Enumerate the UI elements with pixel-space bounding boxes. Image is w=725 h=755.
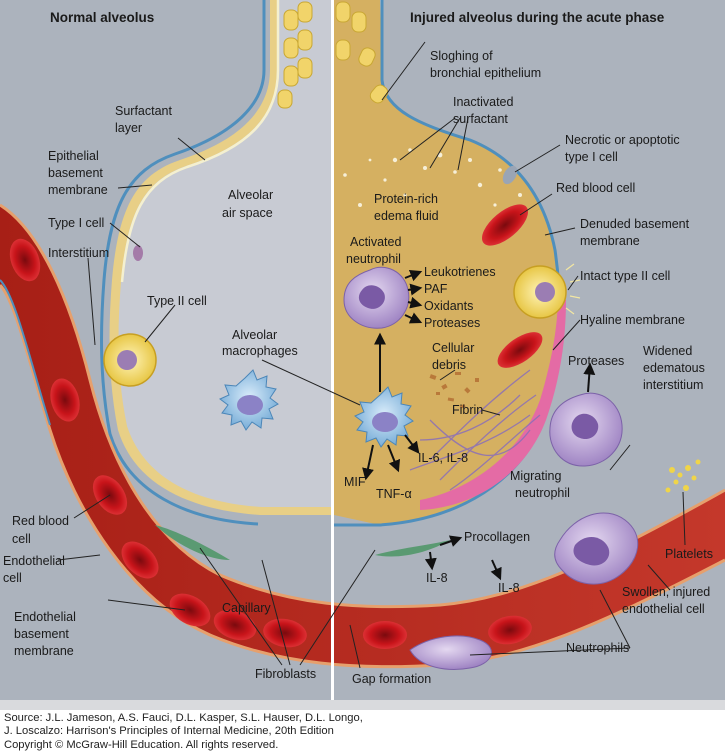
label-fibrin: Fibrin [452, 403, 483, 417]
alveolus-diagram: Normal alveolus Injured alveolus during … [0, 0, 725, 710]
label-epithelial-3: membrane [48, 183, 108, 197]
panel-divider [331, 0, 334, 700]
bronchial-epithelium-left [277, 1, 313, 109]
label-debris-1: Cellular [432, 341, 474, 355]
label-tnf: TNF-α [376, 487, 412, 501]
label-macrophages-2: macrophages [222, 344, 298, 358]
label-airspace-1: Alveolar [228, 188, 273, 202]
label-widened-2: edematous [643, 361, 705, 375]
label-il8-b: IL-8 [498, 581, 520, 595]
label-activated-2: neutrophil [346, 252, 401, 266]
activated-neutrophil [343, 266, 410, 329]
normal-alveolus [100, 0, 332, 526]
label-type2: Type II cell [147, 294, 207, 308]
alveolar-macrophage-left [219, 369, 279, 431]
label-mediator-4: Proteases [424, 316, 480, 330]
label-swollen-1: Swollen, injured [622, 585, 710, 599]
left-panel-title: Normal alveolus [50, 10, 154, 25]
label-sloughing-1: Sloghing of [430, 49, 493, 63]
label-mediator-2: PAF [424, 282, 448, 296]
migrating-neutrophil [549, 392, 623, 467]
label-necrotic-1: Necrotic or apoptotic [565, 133, 680, 147]
red-blood-cell-alveolus [481, 204, 529, 246]
label-protein-rich-1: Protein-rich [374, 192, 438, 206]
credit-line-3: Copyright © McGraw-Hill Education. All r… [4, 738, 279, 751]
label-epithelial-2: basement [48, 166, 103, 180]
credit-line-1: Source: J.L. Jameson, A.S. Fauci, D.L. K… [4, 712, 363, 724]
label-mediator-3: Oxidants [424, 299, 473, 313]
type-1-cell [133, 245, 143, 261]
alveolar-macrophage-right [354, 386, 414, 448]
label-protein-rich-2: edema fluid [374, 209, 439, 223]
label-sloughing-2: bronchial epithelium [430, 66, 541, 80]
label-endothelial-2: cell [3, 571, 22, 585]
red-blood-cell-alveolus-2 [497, 332, 543, 368]
label-endobm-1: Endothelial [14, 610, 76, 624]
label-proteases: Proteases [568, 354, 624, 368]
label-swollen-2: endothelial cell [622, 602, 705, 616]
hyaline-membrane [420, 300, 566, 510]
label-macrophages-1: Alveolar [232, 328, 277, 342]
label-endobm-3: membrane [14, 644, 74, 658]
label-platelets: Platelets [665, 547, 713, 561]
label-migrating-1: Migrating [510, 469, 561, 483]
label-migrating-2: neutrophil [515, 486, 570, 500]
source-credit: Source: J.L. Jameson, A.S. Fauci, D.L. K… [4, 712, 719, 752]
label-activated-1: Activated [350, 235, 401, 249]
label-denuded-2: membrane [580, 234, 640, 248]
label-airspace-2: air space [222, 206, 273, 220]
label-epithelial-1: Epithelial [48, 149, 99, 163]
platelets [665, 459, 701, 493]
label-endothelial-1: Endothelial [3, 554, 65, 568]
capillary-neutrophils [409, 512, 639, 670]
label-widened-1: Widened [643, 344, 692, 358]
label-rbc-1: Red blood [12, 514, 69, 528]
fibrin [409, 369, 541, 491]
label-denuded-1: Denuded basement [580, 217, 690, 231]
inactivated-surfactant [343, 148, 522, 207]
label-interstitium: Interstitium [48, 246, 109, 260]
label-il6-il8: IL-6, IL-8 [418, 451, 468, 465]
mediator-arrows [362, 269, 596, 581]
leader-lines [57, 41, 686, 669]
injured-alveolus [334, 0, 623, 527]
fibroblasts [155, 525, 450, 560]
alveolar-air-space-left [118, 0, 332, 507]
label-surfactant-1: Surfactant [115, 104, 173, 118]
label-type1: Type I cell [48, 216, 104, 230]
label-il8-a: IL-8 [426, 571, 448, 585]
label-fibroblasts: Fibroblasts [255, 667, 316, 681]
label-rbc-2: cell [12, 532, 31, 546]
label-mediator-1: Leukotrienes [424, 265, 496, 279]
label-gap: Gap formation [352, 672, 431, 686]
label-hyaline: Hyaline membrane [580, 313, 685, 327]
capillary [0, 203, 725, 669]
label-neutrophils: Neutrophils [566, 641, 629, 655]
credit-line-2: J. Loscalzo: Harrison's Principles of In… [4, 725, 334, 738]
label-rbc-right: Red blood cell [556, 181, 635, 195]
label-endobm-2: basement [14, 627, 69, 641]
label-capillary: Capillary [222, 601, 271, 615]
label-inactivated-1: Inactivated [453, 95, 514, 109]
label-inactivated-2: surfactant [453, 112, 508, 126]
label-procollagen: Procollagen [464, 530, 530, 544]
type-2-cell-left [103, 333, 157, 387]
label-intact-type2: Intact type II cell [580, 269, 670, 283]
label-surfactant-2: layer [115, 121, 142, 135]
label-mif: MIF [344, 475, 366, 489]
cellular-debris [429, 372, 479, 409]
capillary-rbcs [9, 238, 532, 649]
right-panel-title: Injured alveolus during the acute phase [410, 10, 665, 25]
intact-type-2-cell [513, 263, 581, 319]
label-debris-2: debris [432, 358, 466, 372]
label-widened-3: interstitium [643, 378, 703, 392]
label-necrotic-2: type I cell [565, 150, 618, 164]
